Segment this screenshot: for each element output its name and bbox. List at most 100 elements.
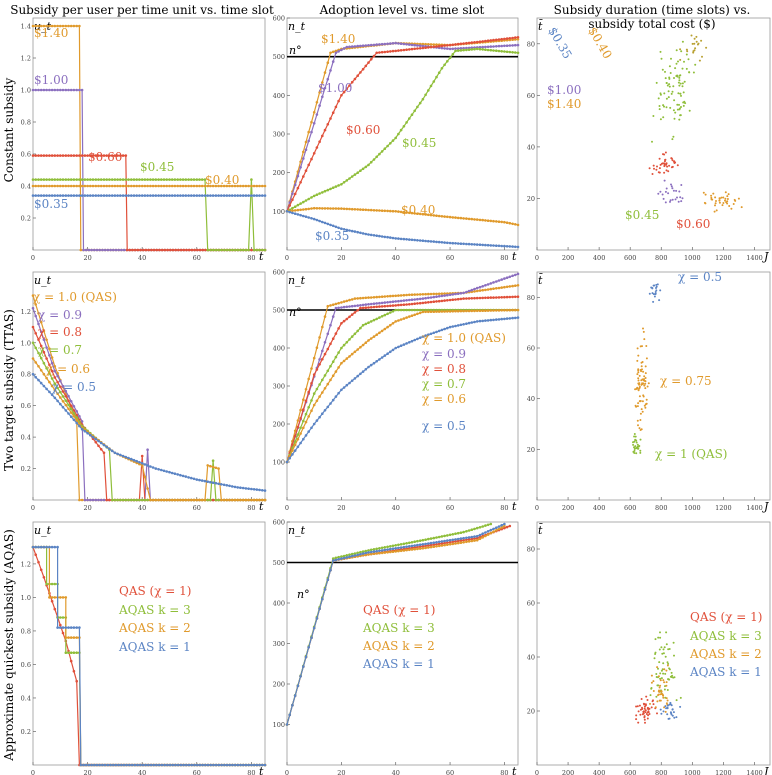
scatter-point	[673, 99, 676, 102]
data-point	[364, 368, 368, 371]
scatter-point	[692, 51, 695, 54]
data-point	[138, 194, 141, 197]
data-point	[361, 303, 365, 307]
data-point	[99, 498, 103, 502]
scatter-point	[659, 679, 662, 682]
x-tick-label: 1000	[684, 504, 701, 512]
data-point	[302, 419, 305, 423]
data-point	[437, 540, 441, 544]
data-point	[383, 546, 387, 549]
data-point	[158, 248, 161, 252]
scatter-point	[675, 49, 678, 52]
data-point	[405, 308, 408, 312]
data-point	[291, 192, 294, 195]
data-point	[326, 77, 330, 81]
data-point	[45, 387, 48, 391]
scatter-point	[639, 451, 642, 454]
scatter-point	[695, 40, 698, 43]
data-point	[154, 467, 158, 470]
annotation-label: $1.40	[321, 32, 355, 46]
scatter-point	[641, 368, 643, 371]
data-point	[372, 550, 376, 553]
data-point	[225, 763, 229, 767]
data-point	[39, 545, 43, 549]
data-point	[236, 194, 239, 197]
data-point	[492, 45, 495, 48]
data-point	[451, 216, 455, 219]
data-point	[429, 537, 433, 540]
data-point	[345, 179, 349, 182]
data-point	[424, 42, 427, 46]
scatter-point	[675, 189, 678, 192]
data-point	[446, 310, 449, 313]
data-point	[146, 194, 149, 197]
data-point	[80, 420, 84, 423]
data-point	[484, 296, 487, 300]
data-point	[340, 346, 343, 350]
data-point	[467, 46, 471, 50]
scatter-point	[671, 714, 674, 717]
data-point	[353, 304, 357, 308]
scatter-point	[679, 114, 682, 117]
scatter-point	[632, 443, 635, 446]
data-point	[140, 454, 144, 458]
data-point	[348, 338, 351, 341]
x-tick-label: 40	[138, 254, 146, 262]
data-point	[353, 173, 357, 176]
scatter-point	[662, 694, 664, 697]
scatter-point	[682, 104, 685, 107]
data-point	[75, 24, 78, 28]
data-point	[334, 185, 338, 188]
scatter-point	[704, 202, 707, 205]
data-point	[359, 304, 362, 307]
x-tick-label: 60	[446, 504, 454, 512]
data-point	[432, 80, 436, 83]
data-point	[206, 763, 210, 767]
data-point	[67, 636, 70, 639]
data-point	[154, 194, 158, 197]
data-point	[165, 498, 168, 502]
data-point	[437, 535, 441, 539]
scatter-point	[666, 165, 669, 168]
data-point	[37, 154, 40, 157]
data-point	[127, 498, 130, 502]
data-point	[31, 545, 35, 549]
data-point	[389, 209, 392, 213]
data-point	[443, 63, 446, 67]
data-point	[342, 300, 346, 303]
x-tick-label: 80	[500, 254, 508, 262]
data-point	[108, 184, 111, 188]
data-point	[59, 385, 62, 389]
data-point	[402, 303, 406, 307]
data-point	[421, 545, 425, 548]
data-point	[147, 763, 150, 767]
data-point	[48, 24, 51, 28]
data-point	[475, 536, 479, 540]
data-point	[102, 451, 106, 455]
data-point	[87, 763, 91, 767]
annotation-label: $1.00	[34, 73, 68, 87]
data-point	[220, 498, 223, 502]
data-point	[427, 544, 430, 547]
data-point	[34, 314, 37, 318]
data-point	[146, 464, 149, 467]
data-point	[50, 582, 54, 586]
data-point	[247, 184, 250, 188]
scatter-point	[671, 187, 674, 190]
data-point	[110, 449, 114, 453]
y-tick-label: 40	[527, 143, 535, 151]
x-tick-label: 20	[83, 769, 91, 775]
data-point	[497, 49, 501, 53]
data-point	[310, 207, 313, 210]
data-point	[397, 546, 400, 550]
data-point	[173, 184, 177, 188]
data-point	[321, 378, 324, 382]
scatter-point	[668, 164, 671, 167]
annotation-label: χ = 0.7	[38, 343, 82, 357]
data-point	[405, 43, 408, 46]
scatter-point	[732, 203, 735, 205]
scatter-point	[657, 192, 660, 195]
data-point	[405, 303, 408, 306]
data-point	[484, 524, 487, 527]
